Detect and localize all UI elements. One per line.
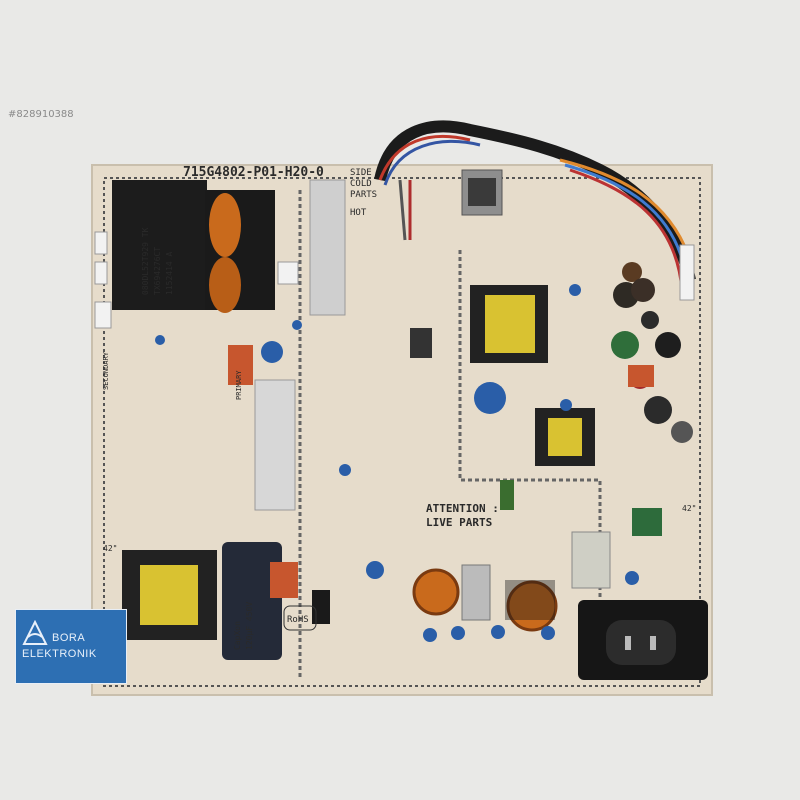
watermark-id: #828910388 bbox=[8, 109, 74, 120]
live-parts-label: LIVE PARTS bbox=[426, 516, 492, 529]
svg-text:SIDE: SIDE bbox=[350, 168, 372, 178]
svg-text:42": 42" bbox=[103, 544, 117, 553]
emi-choke-2 bbox=[506, 580, 558, 632]
x-capacitor bbox=[571, 531, 611, 589]
svg-text:120μF 450V: 120μF 450V bbox=[245, 602, 254, 650]
bora-elektronik-logo: BORA ELEKTRONIK bbox=[15, 609, 127, 684]
main-transformer bbox=[112, 180, 275, 313]
electrolytic-capacitors bbox=[500, 262, 693, 536]
svg-text:HOT: HOT bbox=[350, 208, 367, 218]
ceramic-capacitors bbox=[155, 284, 639, 642]
attention-label: ATTENTION : bbox=[426, 502, 499, 515]
heatsink-mid bbox=[254, 379, 296, 511]
logo-line2: ELEKTRONIK bbox=[22, 648, 97, 660]
svg-text:PRIMARY: PRIMARY bbox=[235, 370, 243, 400]
ac-inlet bbox=[578, 600, 708, 680]
emi-choke-1 bbox=[412, 568, 460, 616]
svg-text:COLD: COLD bbox=[350, 179, 372, 189]
svg-text:SECONDARY: SECONDARY bbox=[102, 351, 110, 390]
rohs-mark: RoHS bbox=[287, 615, 309, 625]
film-capacitors bbox=[228, 345, 654, 598]
standby-transformer bbox=[535, 408, 595, 466]
svg-text:42": 42" bbox=[682, 504, 696, 513]
svg-text:080DL52T929 TK: 080DL52T929 TK bbox=[141, 227, 150, 295]
bulk-capacitor bbox=[222, 542, 282, 660]
svg-text:PARTS: PARTS bbox=[350, 190, 377, 200]
bridge-rectifier bbox=[312, 590, 330, 624]
pfc-transformer bbox=[470, 285, 548, 363]
mosfet bbox=[410, 328, 432, 358]
wire-harness bbox=[374, 120, 696, 291]
side-connectors bbox=[94, 231, 695, 329]
svg-text:1152414 A: 1152414 A bbox=[165, 251, 174, 295]
logo-line1: BORA bbox=[52, 632, 86, 644]
aux-transformer bbox=[122, 550, 217, 640]
logo-icon bbox=[22, 620, 48, 645]
heatsink-top bbox=[309, 179, 346, 316]
svg-text:CapXon: CapXon bbox=[233, 621, 242, 650]
svg-text:715G4802-P01-H20-0: 715G4802-P01-H20-0 bbox=[183, 165, 324, 180]
svg-text:TX694276CT: TX694276CT bbox=[153, 247, 162, 295]
